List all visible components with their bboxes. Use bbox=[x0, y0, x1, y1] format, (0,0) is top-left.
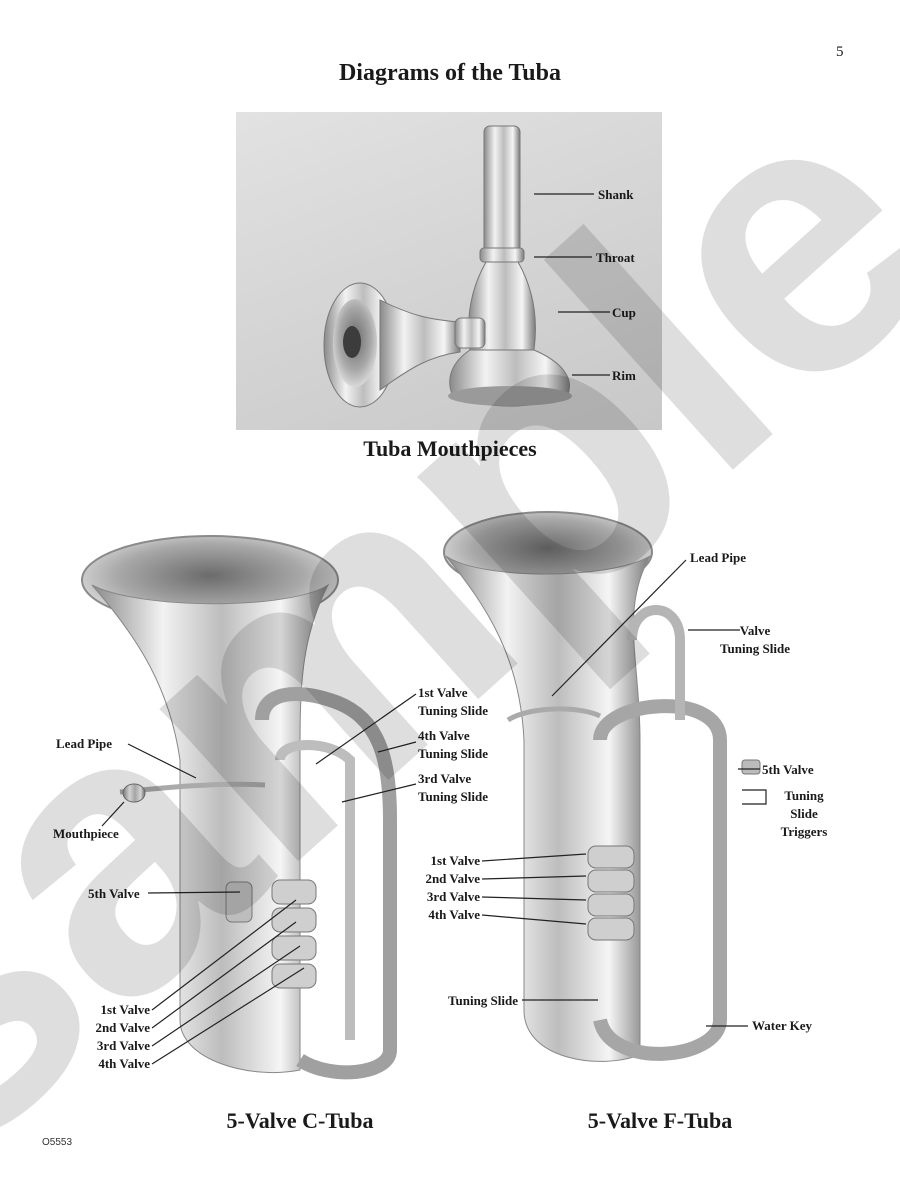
page-title: Diagrams of the Tuba bbox=[338, 60, 562, 86]
f-label-valve-tuning-slide: Valve Tuning Slide bbox=[690, 622, 820, 658]
c-label-mouthpiece: Mouthpiece bbox=[53, 826, 119, 841]
c-tuba-leader-lines bbox=[101, 693, 417, 1065]
c-label-first-valve-slide: 1st Valve Tuning Slide bbox=[418, 684, 488, 720]
f-label-triggers-line2: Slide bbox=[790, 806, 818, 821]
c-label-valve-2: 2nd Valve bbox=[95, 1020, 150, 1035]
f-label-triggers-line3: Triggers bbox=[780, 824, 828, 839]
c-tuba-image bbox=[81, 535, 397, 1080]
f-label-lead-pipe: Lead Pipe bbox=[690, 550, 746, 565]
c-label-first-valve-slide-line1: 1st Valve bbox=[418, 685, 468, 700]
c-label-third-valve-slide-line1: 3rd Valve bbox=[418, 771, 472, 786]
f-label-triggers-line1: Tuning bbox=[784, 788, 824, 803]
f-label-valve-tuning-slide-line1: Valve bbox=[739, 623, 771, 638]
f-label-tuning-slide-triggers: Tuning Slide Triggers bbox=[766, 787, 842, 841]
label-shank: Shank bbox=[598, 187, 634, 202]
mouthpiece-caption: Tuba Mouthpieces bbox=[363, 436, 537, 461]
page-number: 5 bbox=[836, 44, 844, 60]
f-label-fifth-valve: 5th Valve bbox=[762, 762, 814, 777]
f-label-valve-4: 4th Valve bbox=[428, 907, 480, 922]
f-tuba-leader-lines bbox=[481, 559, 767, 1027]
c-label-third-valve-slide-line2: Tuning Slide bbox=[418, 789, 488, 804]
f-label-valve-1: 1st Valve bbox=[430, 853, 480, 868]
standing-mouthpiece-image bbox=[448, 125, 572, 407]
c-label-fourth-valve-slide-line1: 4th Valve bbox=[418, 728, 470, 743]
c-label-third-valve-slide: 3rd Valve Tuning Slide bbox=[418, 770, 488, 806]
f-label-valve-3: 3rd Valve bbox=[426, 889, 480, 904]
c-label-fourth-valve-slide-line2: Tuning Slide bbox=[418, 746, 488, 761]
c-label-valve-1: 1st Valve bbox=[100, 1002, 150, 1017]
label-rim: Rim bbox=[612, 368, 636, 383]
f-label-water-key: Water Key bbox=[752, 1018, 813, 1033]
f-tuba-image bbox=[443, 511, 761, 1062]
f-label-valve-tuning-slide-line2: Tuning Slide bbox=[720, 641, 790, 656]
c-label-lead-pipe: Lead Pipe bbox=[56, 736, 112, 751]
c-label-fourth-valve-slide: 4th Valve Tuning Slide bbox=[418, 727, 488, 763]
c-label-valve-3: 3rd Valve bbox=[96, 1038, 150, 1053]
c-label-valve-4: 4th Valve bbox=[98, 1056, 150, 1071]
mouthpiece-photo-background bbox=[236, 112, 662, 430]
lying-mouthpiece-image bbox=[323, 282, 486, 408]
mouthpiece-leader-lines bbox=[534, 193, 610, 376]
catalog-code: O5553 bbox=[42, 1137, 73, 1148]
f-tuba-caption: 5-Valve F-Tuba bbox=[587, 1108, 733, 1133]
f-label-tuning-slide: Tuning Slide bbox=[448, 993, 518, 1008]
c-tuba-caption: 5-Valve C-Tuba bbox=[226, 1108, 374, 1133]
f-label-valve-2: 2nd Valve bbox=[425, 871, 480, 886]
c-label-fifth-valve: 5th Valve bbox=[88, 886, 140, 901]
label-cup: Cup bbox=[612, 305, 636, 320]
c-label-first-valve-slide-line2: Tuning Slide bbox=[418, 703, 488, 718]
label-throat: Throat bbox=[596, 250, 635, 265]
